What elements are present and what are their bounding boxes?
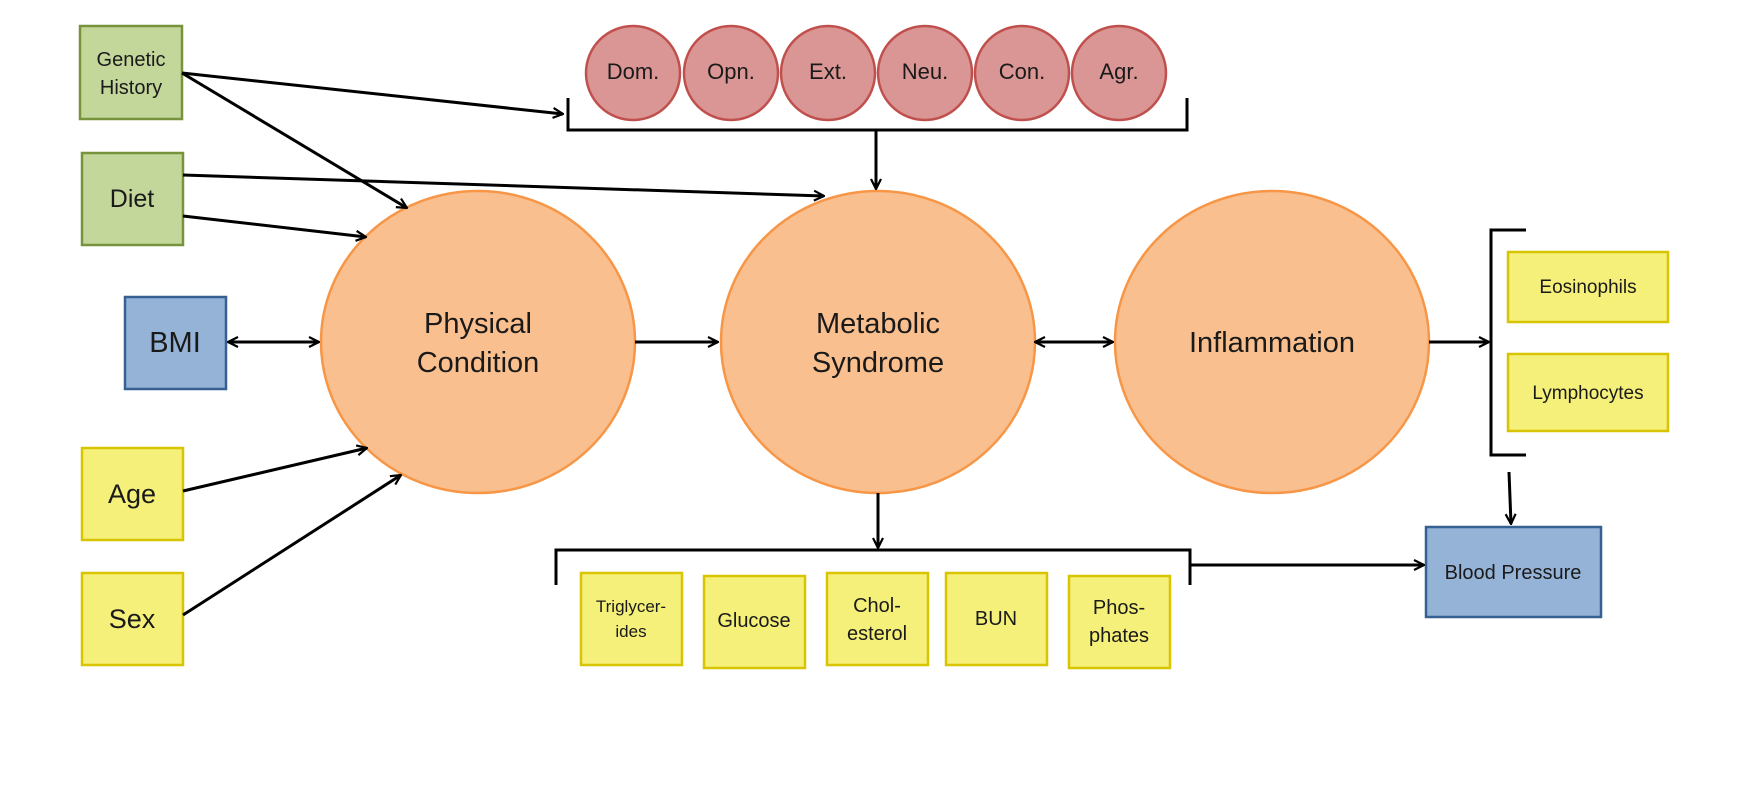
bmi-node: BMI — [123, 295, 228, 391]
trait-circle: Neu. — [876, 24, 974, 122]
cells-bracket — [1489, 228, 1526, 457]
bmi-label: BMI — [149, 327, 201, 359]
glucose-node: Glucose — [702, 574, 807, 670]
personality-traits: Dom. Opn. Ext. Neu. Con. Agr. — [584, 24, 1168, 122]
phosphates-node: Phos- phates — [1067, 574, 1172, 670]
markers-bracket — [554, 548, 1192, 585]
trait-circle: Ext. — [779, 24, 877, 122]
blood-pressure-label: Blood Pressure — [1445, 562, 1582, 584]
marker-label-line1: Phos- — [1093, 597, 1145, 619]
arrow-sex-to-physical — [182, 475, 401, 617]
arrow-cells-to-blood-pressure — [1509, 471, 1511, 524]
eosinophils-label: Eosinophils — [1539, 277, 1636, 298]
physical-condition-node: Physical Condition — [319, 189, 637, 495]
lymphocytes-node: Lymphocytes — [1506, 352, 1670, 433]
trait-label: Opn. — [707, 59, 755, 84]
genetic-history-label-line2: History — [100, 77, 162, 99]
inflammation-label: Inflammation — [1189, 327, 1355, 359]
arrow-genetic-to-physical — [181, 71, 407, 210]
marker-label-line2: esterol — [847, 623, 907, 645]
metabolic-syndrome-label-line1: Metabolic — [816, 308, 940, 340]
inflammation-node: Inflammation — [1113, 189, 1431, 495]
sex-node: Sex — [80, 571, 185, 667]
bun-node: BUN — [944, 571, 1049, 667]
genetic-history-node: Genetic History — [78, 24, 184, 121]
blood-pressure-node: Blood Pressure — [1424, 525, 1603, 619]
trait-label: Dom. — [607, 59, 660, 84]
arrow-age-to-physical — [182, 448, 367, 493]
trait-label: Ext. — [809, 59, 847, 84]
trait-circle: Agr. — [1070, 24, 1168, 122]
triglycerides-node: Triglycer- ides — [579, 571, 684, 667]
arrow-diet-to-metabolic — [182, 173, 824, 196]
arrow-diet-to-physical — [182, 214, 366, 237]
diet-node: Diet — [80, 151, 185, 247]
age-node: Age — [80, 446, 185, 542]
metabolic-syndrome-label-line2: Syndrome — [812, 347, 944, 379]
metabolic-syndrome-node: Metabolic Syndrome — [719, 189, 1037, 495]
diet-label: Diet — [110, 185, 155, 213]
age-label: Age — [108, 479, 156, 509]
arrow-genetic-to-personality — [181, 71, 563, 114]
physical-condition-label-line1: Physical — [424, 308, 532, 340]
trait-circle: Con. — [973, 24, 1071, 122]
marker-label-line2: phates — [1089, 625, 1149, 647]
trait-label: Agr. — [1099, 59, 1138, 84]
marker-label-line1: BUN — [975, 608, 1017, 630]
sex-label: Sex — [109, 604, 156, 634]
marker-label-line1: Glucose — [717, 610, 790, 632]
physical-condition-label-line2: Condition — [417, 347, 540, 379]
marker-label-line1: Chol- — [853, 595, 901, 617]
genetic-history-label-line1: Genetic — [97, 49, 166, 71]
lymphocytes-label: Lymphocytes — [1532, 383, 1643, 404]
trait-circle: Opn. — [682, 24, 780, 122]
marker-label-line2: ides — [615, 622, 646, 641]
trait-label: Neu. — [902, 59, 948, 84]
marker-label-line1: Triglycer- — [596, 597, 666, 616]
trait-label: Con. — [999, 59, 1045, 84]
eosinophils-node: Eosinophils — [1506, 250, 1670, 324]
trait-circle: Dom. — [584, 24, 682, 122]
cholesterol-node: Chol- esterol — [825, 571, 930, 667]
arrows — [181, 71, 1511, 617]
